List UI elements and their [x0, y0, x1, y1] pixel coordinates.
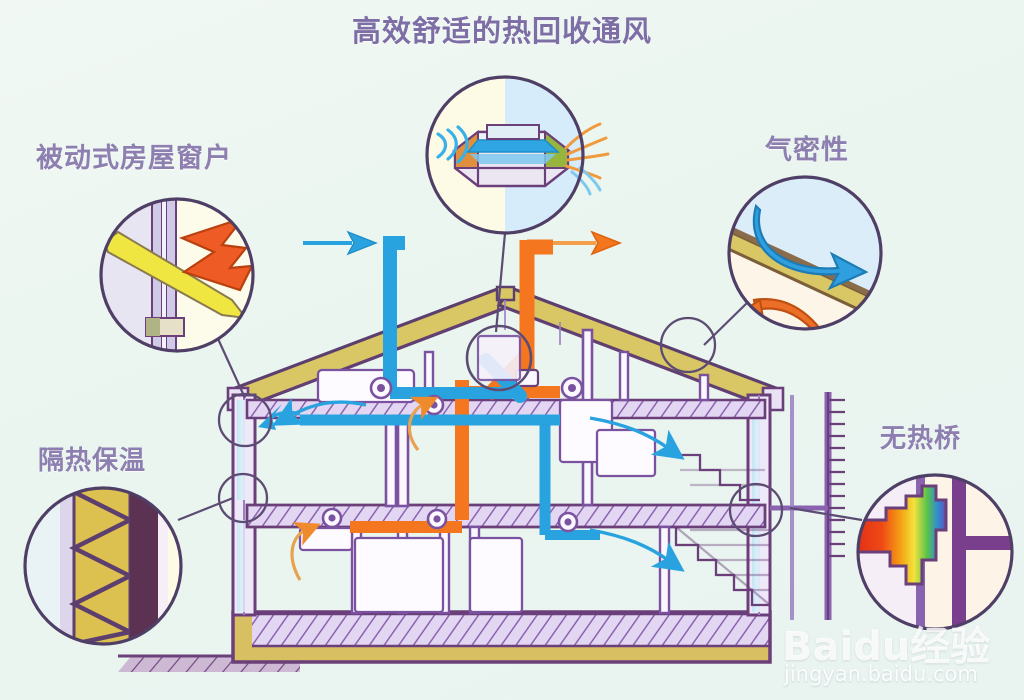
exhaust-duct-orange — [350, 239, 560, 533]
air-diffusers — [321, 376, 584, 533]
exterior-shading-fin — [770, 392, 845, 620]
ceiling-hangers — [504, 300, 561, 345]
cold-air-inflow — [436, 125, 469, 164]
callout-window[interactable] — [99, 197, 255, 353]
callout-insulation[interactable] — [23, 486, 183, 646]
intermediate-floor-slabs — [245, 398, 767, 529]
label-insulation: 隔热保温 — [38, 446, 147, 476]
hrv-unit-in-attic — [465, 324, 533, 392]
callout-connectors — [177, 232, 863, 522]
watermark: Baidu经验 jingyan.baidu.com — [778, 612, 1022, 696]
callout-hrv[interactable] — [425, 75, 610, 235]
page-title: 高效舒适的热回收通风 — [352, 14, 653, 48]
callout-airtightness[interactable] — [722, 175, 890, 384]
label-no-thermal-bridge: 无热桥 — [880, 424, 962, 454]
watermark-brand: Baidu经验 — [782, 624, 991, 670]
watermark-url: jingyan.baidu.com — [784, 662, 978, 686]
label-airtightness: 气密性 — [765, 135, 849, 166]
callout-no-thermal-bridge[interactable] — [852, 473, 1014, 631]
label-passive-windows: 被动式房屋窗户 — [36, 143, 232, 174]
extract-airflow-arrows — [290, 396, 439, 581]
house-callout-markers — [217, 316, 784, 538]
foundation-slab — [231, 610, 772, 664]
intake-arrow — [303, 230, 378, 256]
exhaust-outlet-arrow — [553, 230, 623, 256]
